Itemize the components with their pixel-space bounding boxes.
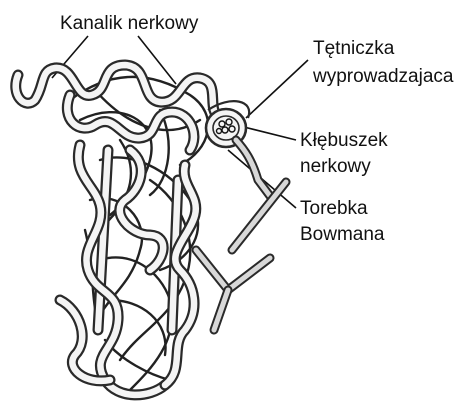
interlobular-vessel: [196, 250, 270, 330]
label-glomerulus-line2: nerkowy: [300, 156, 371, 177]
label-bowman-line1: Torebka: [300, 198, 368, 219]
label-renal-tubule: Kanalik nerkowy: [60, 13, 199, 34]
leader-glomerulus: [240, 126, 296, 140]
label-bowman-line2: Bowmana: [300, 224, 385, 245]
renal-tubule: [16, 65, 220, 395]
label-glomerulus-line1: Kłębuszek: [300, 130, 388, 151]
leader-efferent-arteriole: [246, 60, 308, 118]
afferent-arteriole: [232, 182, 286, 250]
label-efferent-arteriole-line2: wyprowadzajaca: [312, 66, 454, 87]
label-efferent-arteriole-line1: Tętniczka: [313, 38, 395, 59]
